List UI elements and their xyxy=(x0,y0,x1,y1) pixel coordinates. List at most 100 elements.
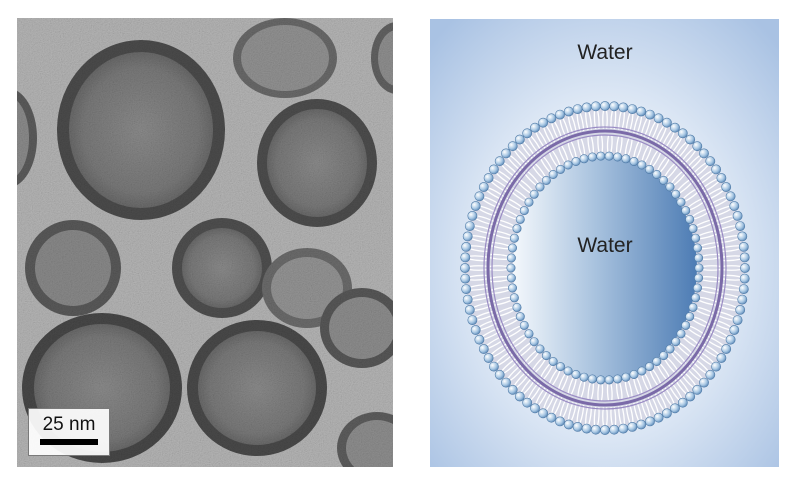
lipid-tail xyxy=(513,371,527,386)
lipid-tail xyxy=(470,287,489,291)
lipid-tail xyxy=(701,289,719,295)
lipid-head xyxy=(653,113,664,124)
lipid-head xyxy=(522,397,533,408)
lipid-tail xyxy=(496,222,513,230)
lipid-head xyxy=(725,191,736,202)
lipid-head xyxy=(739,252,750,263)
lipid-tail xyxy=(482,199,500,209)
lipid-tail xyxy=(600,384,604,402)
lipid-head xyxy=(694,263,704,273)
lipid-head xyxy=(637,366,647,376)
lipid-tail xyxy=(719,235,738,240)
lipid-tail xyxy=(471,292,490,298)
lipid-head xyxy=(692,384,703,395)
lipid-head xyxy=(691,293,701,303)
lipid-tail xyxy=(680,148,694,163)
vesicle xyxy=(25,220,121,316)
lipid-head xyxy=(563,366,573,376)
lipid-heads xyxy=(460,101,750,435)
lipid-tail xyxy=(661,389,672,406)
lipid-head xyxy=(716,353,727,363)
lipid-tail xyxy=(542,365,553,381)
vesicle xyxy=(337,412,393,467)
lipid-tail xyxy=(470,283,489,288)
lipid-tail xyxy=(649,370,659,387)
lipid-tail xyxy=(527,137,539,154)
lipid-tail xyxy=(500,316,516,325)
lipid-head xyxy=(506,273,516,283)
lipid-tail xyxy=(703,265,721,268)
lipid-head xyxy=(613,152,623,162)
lipid-head xyxy=(590,101,601,112)
lipid-head xyxy=(627,421,638,432)
micrograph-image xyxy=(17,18,393,467)
lipid-head xyxy=(604,375,614,385)
lipid-tail xyxy=(683,150,697,165)
lipid-tail xyxy=(610,383,613,402)
lipid-head xyxy=(699,148,709,159)
lipid-head xyxy=(671,189,681,199)
lipid-tail xyxy=(567,377,574,395)
lipid-head xyxy=(692,243,702,253)
lipid-head xyxy=(661,117,672,128)
lipid-tail xyxy=(721,287,740,291)
lipid-tail xyxy=(470,248,489,253)
lipid-tail xyxy=(488,338,505,349)
inner-water-label: Water xyxy=(577,234,633,257)
lipid-head xyxy=(519,206,529,216)
lipid-head xyxy=(541,175,551,185)
lipid-head xyxy=(548,170,558,180)
lipid-head xyxy=(645,416,655,427)
lipid-head xyxy=(732,315,743,325)
lipid-head xyxy=(548,356,558,366)
lipid-tail xyxy=(491,181,507,193)
lipid-head xyxy=(535,182,545,192)
lipid-tail xyxy=(538,130,549,147)
lipid-tail xyxy=(577,380,583,398)
lipid-tail xyxy=(545,125,556,143)
lipid-head xyxy=(618,102,629,113)
lipid-tail xyxy=(721,283,740,288)
lipid-tail xyxy=(654,125,665,143)
vesicle xyxy=(17,90,37,186)
lipid-tail xyxy=(545,393,556,411)
lipid-tail xyxy=(605,407,608,426)
lipid-tail xyxy=(600,134,604,152)
lipid-head xyxy=(572,104,583,114)
lipid-tail xyxy=(702,253,720,257)
lipid-tail xyxy=(542,155,553,171)
lipid-tail xyxy=(527,382,539,399)
lipid-tail xyxy=(484,330,501,340)
lipid-head xyxy=(563,160,573,170)
lipid-tail xyxy=(654,393,665,411)
lipid-tail xyxy=(493,346,509,358)
lipid-head xyxy=(688,302,698,312)
lipid-head xyxy=(685,134,696,145)
lipid-head xyxy=(637,160,647,170)
lipid-tail xyxy=(705,338,722,349)
lipid-tail xyxy=(486,335,503,346)
lipid-head xyxy=(501,148,511,159)
vesicle xyxy=(172,218,272,318)
lipid-tail xyxy=(469,274,488,278)
lipid-tail xyxy=(491,343,507,355)
lipid-tail xyxy=(661,130,672,147)
lipid-head xyxy=(538,117,548,128)
lipid-tail xyxy=(697,306,714,314)
bilayer-midplane-outer xyxy=(483,126,727,410)
lipid-head xyxy=(621,154,631,164)
lipid-head xyxy=(652,170,662,180)
lipid-head xyxy=(590,424,601,435)
lipid-head xyxy=(721,344,732,354)
lipid-tail xyxy=(567,141,574,159)
lipid-tail xyxy=(680,373,694,388)
lipid-tail xyxy=(702,279,720,283)
lipid-tail xyxy=(707,335,724,346)
lipid-tail xyxy=(703,268,721,271)
lipid-tail xyxy=(715,215,733,223)
lipid-head xyxy=(462,231,473,242)
lipid-head xyxy=(470,325,481,335)
lipid-tail xyxy=(473,228,492,235)
lipid-tail xyxy=(523,379,536,395)
lipid-tail xyxy=(606,134,610,152)
